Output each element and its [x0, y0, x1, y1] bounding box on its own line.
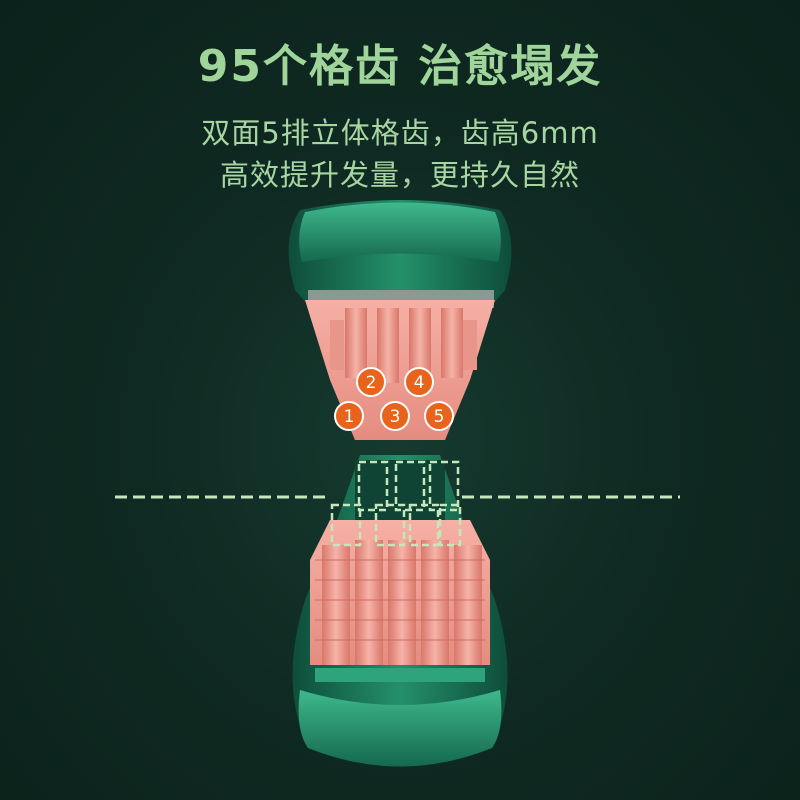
numbered-circle-marker-1: 1 [334, 401, 364, 431]
lower-plate [292, 455, 508, 767]
numbered-circle-marker-4: 4 [404, 367, 434, 397]
upper-teeth-rows [330, 308, 477, 383]
subheading-line-1: 双面5排立体格齿，齿高6mm [201, 116, 599, 150]
lower-teeth-rows [315, 540, 485, 665]
subheading-line-2: 高效提升发量，更持久自然 [219, 158, 580, 192]
marker-label-3: 3 [390, 407, 401, 427]
headline: 95个格齿 治愈塌发 [197, 41, 603, 92]
upper-plate [288, 200, 512, 440]
marker-label-4: 4 [414, 373, 425, 393]
marker-label-5: 5 [434, 407, 445, 427]
numbered-circle-marker-5: 5 [424, 401, 454, 431]
numbered-circle-marker-3: 3 [380, 401, 410, 431]
marker-label-1: 1 [344, 407, 355, 427]
numbered-circle-marker-2: 2 [356, 367, 386, 397]
marker-label-2: 2 [366, 373, 377, 393]
tooth-height-outline [330, 460, 462, 547]
